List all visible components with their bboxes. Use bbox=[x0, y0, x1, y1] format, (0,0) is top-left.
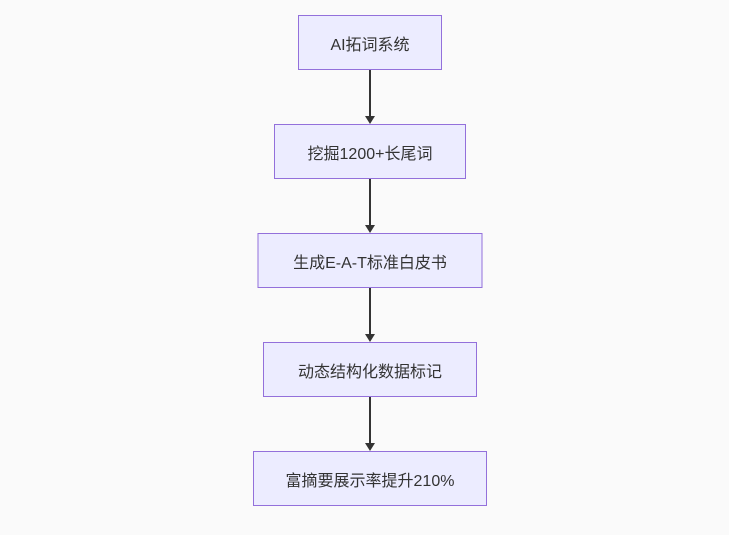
arrowhead-icon bbox=[365, 116, 375, 124]
arrow-line bbox=[369, 397, 371, 443]
arrow-down-icon bbox=[365, 179, 375, 233]
arrow-line bbox=[369, 70, 371, 116]
arrow-line bbox=[369, 179, 371, 225]
arrowhead-icon bbox=[365, 225, 375, 233]
flow-node-label: AI拓词系统 bbox=[330, 36, 410, 54]
arrow-line bbox=[369, 288, 371, 334]
arrowhead-icon bbox=[365, 334, 375, 342]
flow-node-label: 富摘要展示率提升210% bbox=[285, 472, 455, 490]
flow-node-structured-data-markup: 动态结构化数据标记 bbox=[263, 342, 477, 397]
flow-node-eat-whitepaper: 生成E-A-T标准白皮书 bbox=[257, 233, 483, 288]
flow-node-rich-snippet-result: 富摘要展示率提升210% bbox=[253, 451, 487, 506]
flow-node-ai-keyword-system: AI拓词系统 bbox=[298, 15, 442, 70]
flow-node-longtail-mining: 挖掘1200+长尾词 bbox=[274, 124, 466, 179]
flow-node-label: 挖掘1200+长尾词 bbox=[307, 145, 433, 163]
flow-node-label: 动态结构化数据标记 bbox=[297, 363, 442, 381]
arrowhead-icon bbox=[365, 443, 375, 451]
arrow-down-icon bbox=[365, 397, 375, 451]
arrow-down-icon bbox=[365, 288, 375, 342]
flow-node-label: 生成E-A-T标准白皮书 bbox=[293, 254, 447, 272]
arrow-down-icon bbox=[365, 70, 375, 124]
